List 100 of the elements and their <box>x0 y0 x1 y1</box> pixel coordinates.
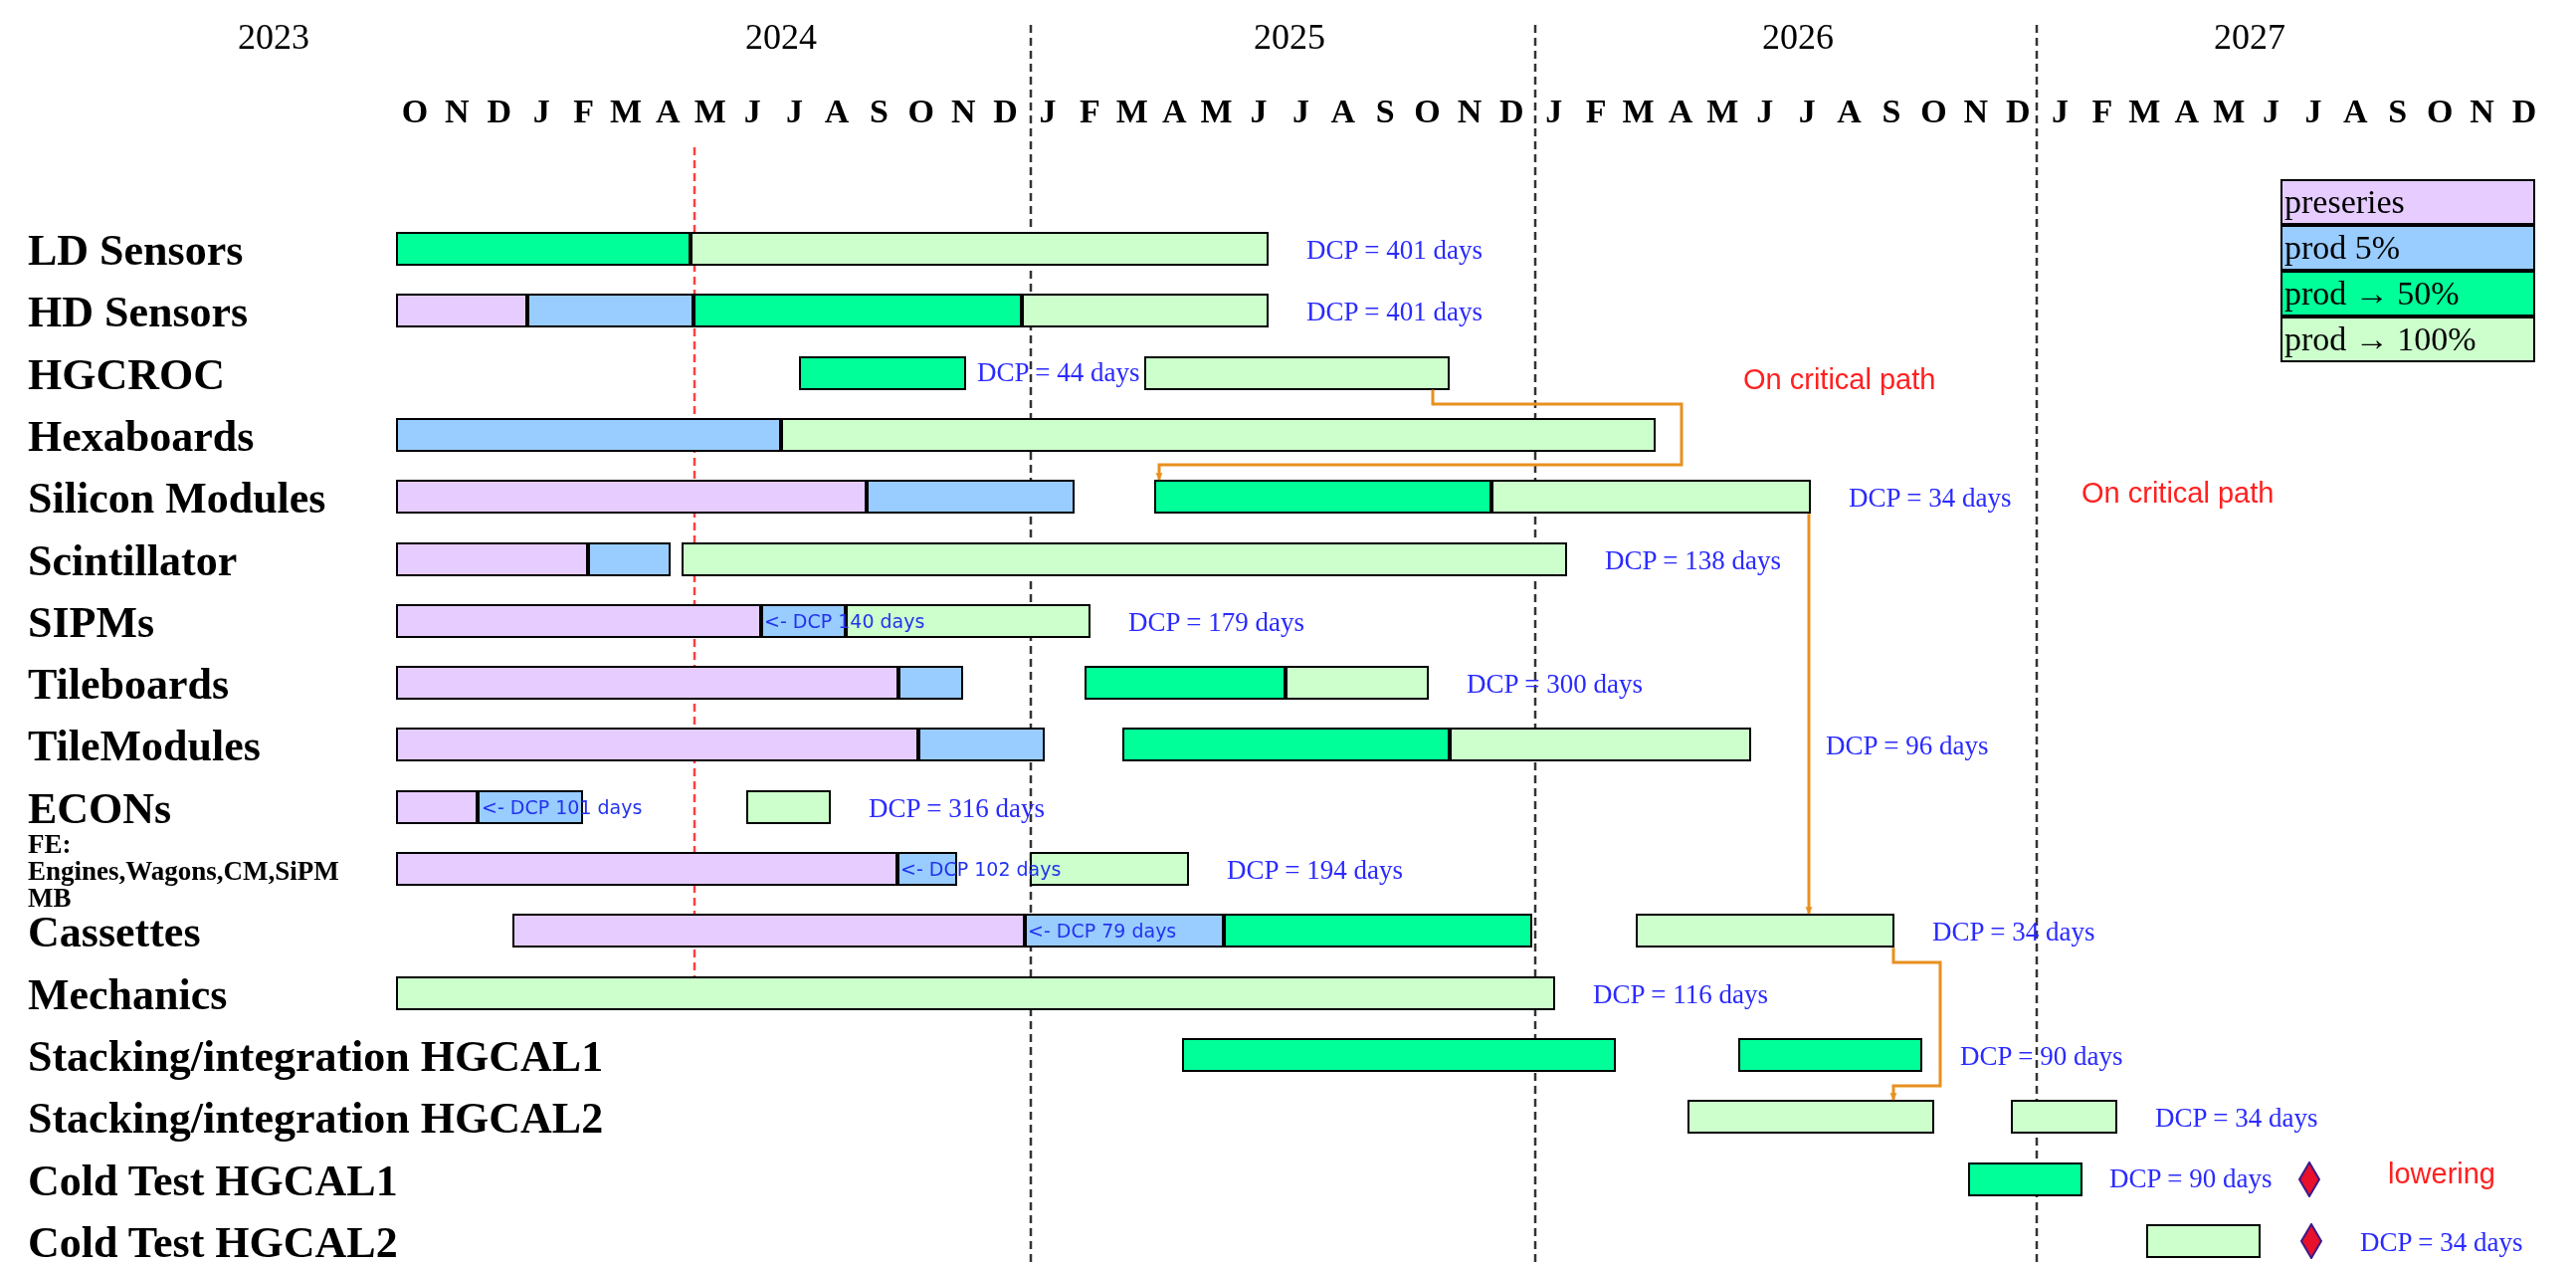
month-label: N <box>2470 93 2494 130</box>
timeline-bar <box>396 603 761 638</box>
year-label: 2026 <box>1762 18 1834 58</box>
timeline-bar <box>1122 728 1450 762</box>
month-label: J <box>1250 93 1268 130</box>
timeline-bar <box>396 666 898 701</box>
task-name: HGCROC <box>28 350 225 399</box>
timeline-bar <box>588 541 671 576</box>
duration-label: DCP = 116 days <box>1593 979 1768 1010</box>
month-label: J <box>532 93 550 130</box>
task-name: Cassettes <box>28 909 201 957</box>
task-name: SIPMs <box>28 598 155 647</box>
month-label: D <box>2005 93 2031 130</box>
month-label: O <box>1920 93 1947 130</box>
timeline-bar <box>527 294 694 328</box>
timeline-bar <box>1085 666 1286 701</box>
task-name: Cold Test HGCAL1 <box>28 1157 398 1205</box>
duration-label: DCP = 138 days <box>1605 545 1781 576</box>
duration-label: DCP = 44 days <box>977 357 1140 388</box>
legend-label: prod → 50% <box>2284 277 2460 311</box>
timeline-bar <box>396 541 588 576</box>
month-label: O <box>907 93 934 130</box>
task-name: Tileboards <box>28 660 230 710</box>
timeline-bar <box>1636 914 1894 949</box>
timeline-bar <box>2011 1100 2117 1135</box>
task-name: Hexaboards <box>28 412 255 462</box>
duration-label: DCP = 194 days <box>1227 856 1403 886</box>
timeline-bar <box>512 914 1025 949</box>
timeline-bar <box>867 480 1075 515</box>
timeline-bar <box>691 232 1269 266</box>
timeline-bar <box>1450 728 1751 762</box>
timeline-bar <box>746 789 831 824</box>
timeline-bar <box>396 480 867 515</box>
month-label: J <box>2304 93 2322 130</box>
month-label: N <box>445 93 470 130</box>
timeline-bar <box>396 294 527 328</box>
month-label: J <box>786 93 804 130</box>
timeline-bar <box>1687 1100 1934 1135</box>
timeline-bar <box>396 232 691 266</box>
annotation: lowering <box>2388 1159 2495 1190</box>
task-name: HD Sensors <box>28 289 249 337</box>
month-label: J <box>743 93 761 130</box>
month-label: M <box>609 93 643 130</box>
legend-label: preseries <box>2284 185 2405 219</box>
timeline-bar <box>1738 1037 1922 1072</box>
timeline-bar <box>1022 294 1269 328</box>
month-label: F <box>573 93 594 130</box>
month-label: O <box>2426 93 2454 130</box>
timeline-bar <box>1968 1161 2082 1196</box>
month-label: J <box>1545 93 1563 130</box>
month-label: A <box>656 93 681 130</box>
task-name: Stacking/integration HGCAL2 <box>28 1095 604 1144</box>
month-label: M <box>1622 93 1655 130</box>
task-name: Stacking/integration HGCAL1 <box>28 1032 604 1082</box>
month-label: J <box>1756 93 1774 130</box>
annotation: On critical path <box>1743 364 1936 396</box>
month-label: M <box>694 93 726 130</box>
task-name: TileModules <box>28 723 261 771</box>
duration-label: DCP = 96 days <box>1826 732 1989 762</box>
task-name: ECONs <box>28 784 172 833</box>
month-label: S <box>1375 93 1395 130</box>
month-label: M <box>2213 93 2246 130</box>
month-label: J <box>2052 93 2070 130</box>
month-label: D <box>487 93 512 130</box>
timeline-bar <box>1144 355 1450 390</box>
timeline-bar <box>1154 480 1491 515</box>
year-label: 2027 <box>2214 18 2285 58</box>
month-label: N <box>950 93 976 130</box>
month-label: M <box>1706 93 1739 130</box>
timeline-bar <box>694 294 1022 328</box>
timeline-bar <box>781 417 1656 452</box>
month-label: M <box>2128 93 2161 130</box>
month-label: D <box>2511 93 2537 130</box>
duration-label: DCP = 300 days <box>1467 670 1643 700</box>
month-label: F <box>1585 93 1607 130</box>
duration-label: DCP = 34 days <box>1849 484 2012 515</box>
month-label: A <box>1837 93 1862 130</box>
duration-label: DCP = 34 days <box>2360 1227 2523 1258</box>
month-label: D <box>993 93 1018 130</box>
task-name: Scintillator <box>28 536 238 585</box>
arrow <box>1805 514 1813 915</box>
month-label: O <box>401 93 429 130</box>
milestone-diamond <box>2298 1160 2320 1197</box>
duration-label: DCP = 34 days <box>1932 918 2095 949</box>
task-name: Silicon Modules <box>28 475 326 524</box>
duration-label: DCP = 401 days <box>1306 298 1483 328</box>
duration-label: DCP = 90 days <box>2109 1163 2273 1194</box>
timeline-bar <box>396 975 1555 1010</box>
month-label: O <box>1414 93 1441 130</box>
duration-label: DCP = 179 days <box>1128 607 1304 638</box>
timeline-bar <box>799 355 966 390</box>
year-label: 2025 <box>1254 18 1325 58</box>
timeline-bar <box>682 541 1567 576</box>
month-label: A <box>2174 93 2200 130</box>
timeline-bar <box>1286 666 1429 701</box>
month-label: A <box>1161 93 1187 130</box>
timeline-bar <box>1182 1037 1616 1072</box>
year-label: 2023 <box>238 18 309 58</box>
timeline-bar <box>2146 1223 2261 1258</box>
month-label: S <box>869 93 889 130</box>
